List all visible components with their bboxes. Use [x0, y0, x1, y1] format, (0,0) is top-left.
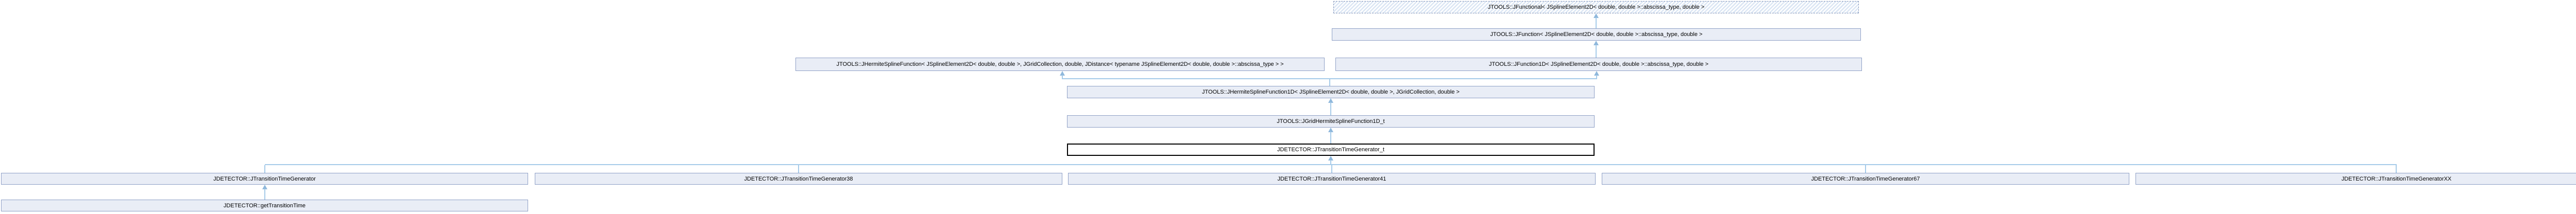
edge-children-up [1330, 160, 1331, 165]
edge-gettransitiontime [264, 189, 265, 200]
node-jtransitiontimegenerator67[interactable]: JDETECTOR::JTransitionTimeGenerator67 [1602, 173, 2129, 185]
edge-arrow-jfunction-to-jfunctional [1594, 13, 1599, 18]
node-jfunctional: JTOOLS::JFunctional< JSplineElement2D< d… [1333, 1, 1859, 13]
edge-arrow-jfunction1d-to-jfunction [1594, 41, 1599, 45]
node-jfunction1d[interactable]: JTOOLS::JFunction1D< JSplineElement2D< d… [1335, 58, 1862, 71]
edge-arrow-to-jhermitesplinefunction [1060, 71, 1065, 76]
edge-generator-t-to-grid [1330, 132, 1331, 144]
edge-jhermitesplinefunction1d-up [1329, 78, 1330, 86]
edge-arrow-gettransitiontime [262, 185, 267, 189]
edge-jfunction1d-to-jfunction [1596, 45, 1597, 58]
node-jfunction[interactable]: JTOOLS::JFunction< JSplineElement2D< dou… [1332, 28, 1861, 41]
edge-stub-left [1062, 75, 1063, 79]
node-jhermitesplinefunction1d[interactable]: JTOOLS::JHermiteSplineFunction1D< JSplin… [1067, 86, 1595, 98]
node-gettransitiontime[interactable]: JDETECTOR::getTransitionTime [1, 200, 528, 211]
edge-stub-generator [264, 165, 265, 173]
edge-jfunction-to-jfunctional [1596, 17, 1597, 28]
edge-stub-generatorxx [2396, 165, 2397, 173]
edge-stub-generator38 [798, 165, 799, 173]
edge-bus-children [265, 164, 2397, 165]
node-jhermitesplinefunction[interactable]: JTOOLS::JHermiteSplineFunction< JSplineE… [795, 58, 1325, 71]
edge-stub-generator41 [1331, 165, 1332, 173]
node-jtransitiontimegenerator38[interactable]: JDETECTOR::JTransitionTimeGenerator38 [535, 173, 1062, 185]
edge-stub-generator67 [1865, 165, 1866, 173]
edge-arrow-to-jfunction1d [1594, 71, 1599, 76]
node-jtransitiontimegenerator41[interactable]: JDETECTOR::JTransitionTimeGenerator41 [1068, 173, 1596, 185]
edge-arrow-children-to-generator-t [1328, 156, 1333, 160]
edge-arrow-grid-to-hermite1d [1328, 98, 1333, 103]
node-jtransitiontimegeneratorxx[interactable]: JDETECTOR::JTransitionTimeGeneratorXX [2136, 173, 2576, 185]
node-jgridhermitesplinefunction1d-t[interactable]: JTOOLS::JGridHermiteSplineFunction1D_t [1067, 115, 1595, 128]
edge-grid-to-hermite1d [1330, 102, 1331, 115]
edge-arrow-generator-t-to-grid [1328, 128, 1333, 132]
node-jtransitiontimegenerator[interactable]: JDETECTOR::JTransitionTimeGenerator [1, 173, 528, 185]
node-jtransitiontimegenerator-t-current: JDETECTOR::JTransitionTimeGenerator_t [1067, 144, 1595, 156]
edge-stub-right [1596, 75, 1597, 79]
